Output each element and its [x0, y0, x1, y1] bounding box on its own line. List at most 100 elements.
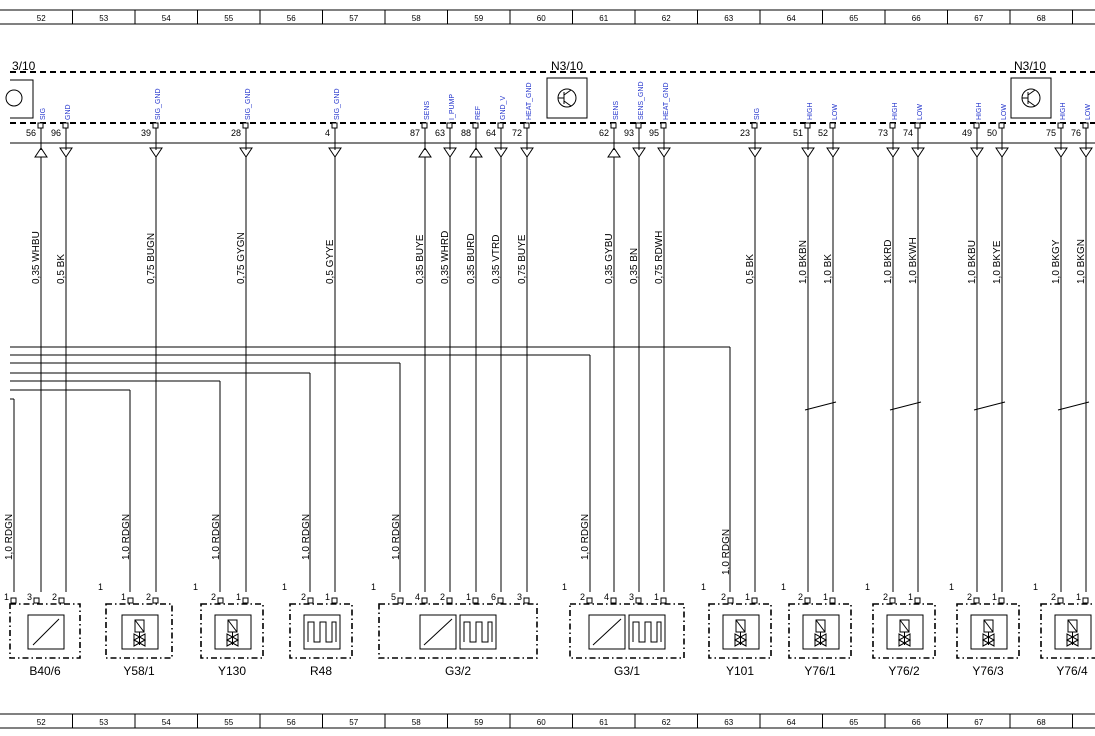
component-box [956, 603, 1020, 659]
grid-column-number: 62 [662, 14, 671, 23]
grid-column-number: 55 [224, 14, 233, 23]
wire-color-label: 0,75 BUYE [517, 234, 528, 284]
component-label: Y130 [218, 664, 246, 678]
component-pin-number: 4 [415, 592, 420, 602]
component-label: Y58/1 [123, 664, 155, 678]
injector-icon [1067, 619, 1078, 633]
ecu-signal-name: HIGH [1060, 103, 1067, 121]
component-pin-terminal [331, 597, 338, 604]
wire-color-label: 1,0 RDGN [721, 529, 732, 575]
sensor-icon [592, 618, 622, 646]
component-label: Y76/4 [1056, 664, 1088, 678]
grid-column-number: 61 [599, 14, 608, 23]
ecu-pin-number: 51 [793, 128, 803, 138]
component-box [708, 603, 772, 659]
wire-color-label: 1,0 BKGN [1076, 239, 1087, 284]
ecu-pin-number: 62 [599, 128, 609, 138]
ecu-signal-name: HEAT_GND [526, 82, 533, 120]
sensor-icon [588, 614, 626, 650]
grid-column-number: 56 [287, 718, 296, 727]
sensor-icon [32, 618, 60, 646]
ecu-pin-terminal [421, 122, 428, 129]
ecu-signal-name: REF [475, 106, 482, 120]
component-pin-number: 4 [604, 592, 609, 602]
valve-icon [814, 633, 828, 647]
ecu-pin-number: 64 [486, 128, 496, 138]
component-pin-terminal [914, 597, 921, 604]
ecu-pin-number: 4 [325, 128, 330, 138]
grid-column-number: 61 [599, 718, 608, 727]
ecu-signal-name: SIG [40, 108, 47, 120]
grid-column-number: 64 [787, 718, 796, 727]
component-pin-number: 3 [27, 592, 32, 602]
component-pin-number: 1 [236, 592, 241, 602]
component-label: B40/6 [29, 664, 61, 678]
ecu-pin-terminal [635, 122, 642, 129]
ecu-pin-number: 75 [1046, 128, 1056, 138]
component-pin-terminal [421, 597, 428, 604]
pin-one-mark: 1 [701, 582, 706, 592]
ecu-pin-terminal [829, 122, 836, 129]
connector-arrow-down [911, 147, 925, 158]
ecu-signal-name: SENS [613, 101, 620, 120]
ecu-pin-number: 49 [962, 128, 972, 138]
component-label: Y76/1 [804, 664, 836, 678]
ecu-pin-number: 72 [512, 128, 522, 138]
component-box [1040, 603, 1095, 659]
grid-column-number: 52 [37, 718, 46, 727]
ecu-pin-number: 93 [624, 128, 634, 138]
component-pin-terminal [586, 597, 593, 604]
valve-icon [898, 633, 912, 647]
component-pin-number: 2 [52, 592, 57, 602]
ecu-pin-number: 56 [26, 128, 36, 138]
ecu-signal-name: LOW [1085, 104, 1092, 120]
ecu-pin-terminal [242, 122, 249, 129]
wire-color-label: 1,0 BKRD [883, 240, 894, 284]
ecu-signal-name: SENS [424, 101, 431, 120]
component-pin-terminal [446, 597, 453, 604]
component-pin-terminal [660, 597, 667, 604]
wire-jumper-mark [804, 401, 837, 411]
grid-column-number: 60 [537, 718, 546, 727]
ecu-pin-terminal [1057, 122, 1064, 129]
component-pin-terminal [1057, 597, 1064, 604]
connector-arrow-down [520, 147, 534, 158]
ecu-pin-number: 87 [410, 128, 420, 138]
grid-column-number: 63 [724, 14, 733, 23]
wire-color-label: 0,5 GYYE [325, 239, 336, 284]
connector-arrow-down [632, 147, 646, 158]
transistor-icon [1027, 89, 1036, 96]
wire-color-label: 0,35 BUYE [415, 234, 426, 284]
injector-icon [983, 619, 994, 633]
grid-column-number: 62 [662, 718, 671, 727]
grid-column-number: 54 [162, 14, 171, 23]
wire-color-label: 1,0 RDGN [121, 514, 132, 560]
pin-one-mark: 1 [282, 582, 287, 592]
component-pin-terminal [889, 597, 896, 604]
component-pin-number: 2 [580, 592, 585, 602]
wire-color-label: 1,0 RDGN [211, 514, 222, 560]
component-pin-terminal [973, 597, 980, 604]
connector-arrow-down [443, 147, 457, 158]
ecu-signal-name: SIG_GND [155, 88, 162, 120]
pin-one-mark: 1 [371, 582, 376, 592]
grid-column-number: 58 [412, 718, 421, 727]
component-pin-terminal [242, 597, 249, 604]
component-pin-number: 2 [146, 592, 151, 602]
component-label: G3/2 [445, 664, 471, 678]
connector-arrow-down [239, 147, 253, 158]
grid-column-number: 63 [724, 718, 733, 727]
ecu-signal-name: SENS_GND [638, 81, 645, 120]
ecu-signal-name: HIGH [807, 103, 814, 121]
ecu-pin-terminal [497, 122, 504, 129]
grid-column-number: 65 [849, 14, 858, 23]
component-pin-number: 1 [823, 592, 828, 602]
injector-icon [815, 619, 826, 633]
ecu-pin-number: 74 [903, 128, 913, 138]
component-pin-number: 2 [1051, 592, 1056, 602]
component-pin-terminal [727, 597, 734, 604]
component-label: Y101 [726, 664, 754, 678]
grid-column-number: 57 [349, 718, 358, 727]
wire-color-label: 0,75 RDWH [654, 231, 665, 284]
